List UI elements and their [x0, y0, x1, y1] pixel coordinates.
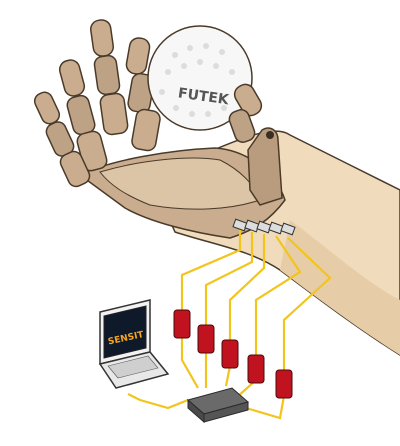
laptop-keyboard — [107, 355, 159, 379]
laptop: SENSIT — [98, 299, 170, 389]
usb-hub — [186, 387, 250, 424]
right-fingertips — [228, 83, 263, 143]
sensor-cables — [127, 230, 332, 420]
robotic-fingers — [33, 19, 161, 188]
amplifier-modules — [173, 309, 293, 399]
robotic-thumb — [247, 127, 283, 206]
golf-ball: FUTEK — [147, 25, 253, 131]
laptop-screen — [103, 305, 147, 359]
ball-brand-label: FUTEK — [177, 85, 231, 108]
forearm-shadow — [280, 220, 400, 355]
sensor-connectors — [232, 218, 296, 236]
thumb-joint — [266, 131, 274, 139]
